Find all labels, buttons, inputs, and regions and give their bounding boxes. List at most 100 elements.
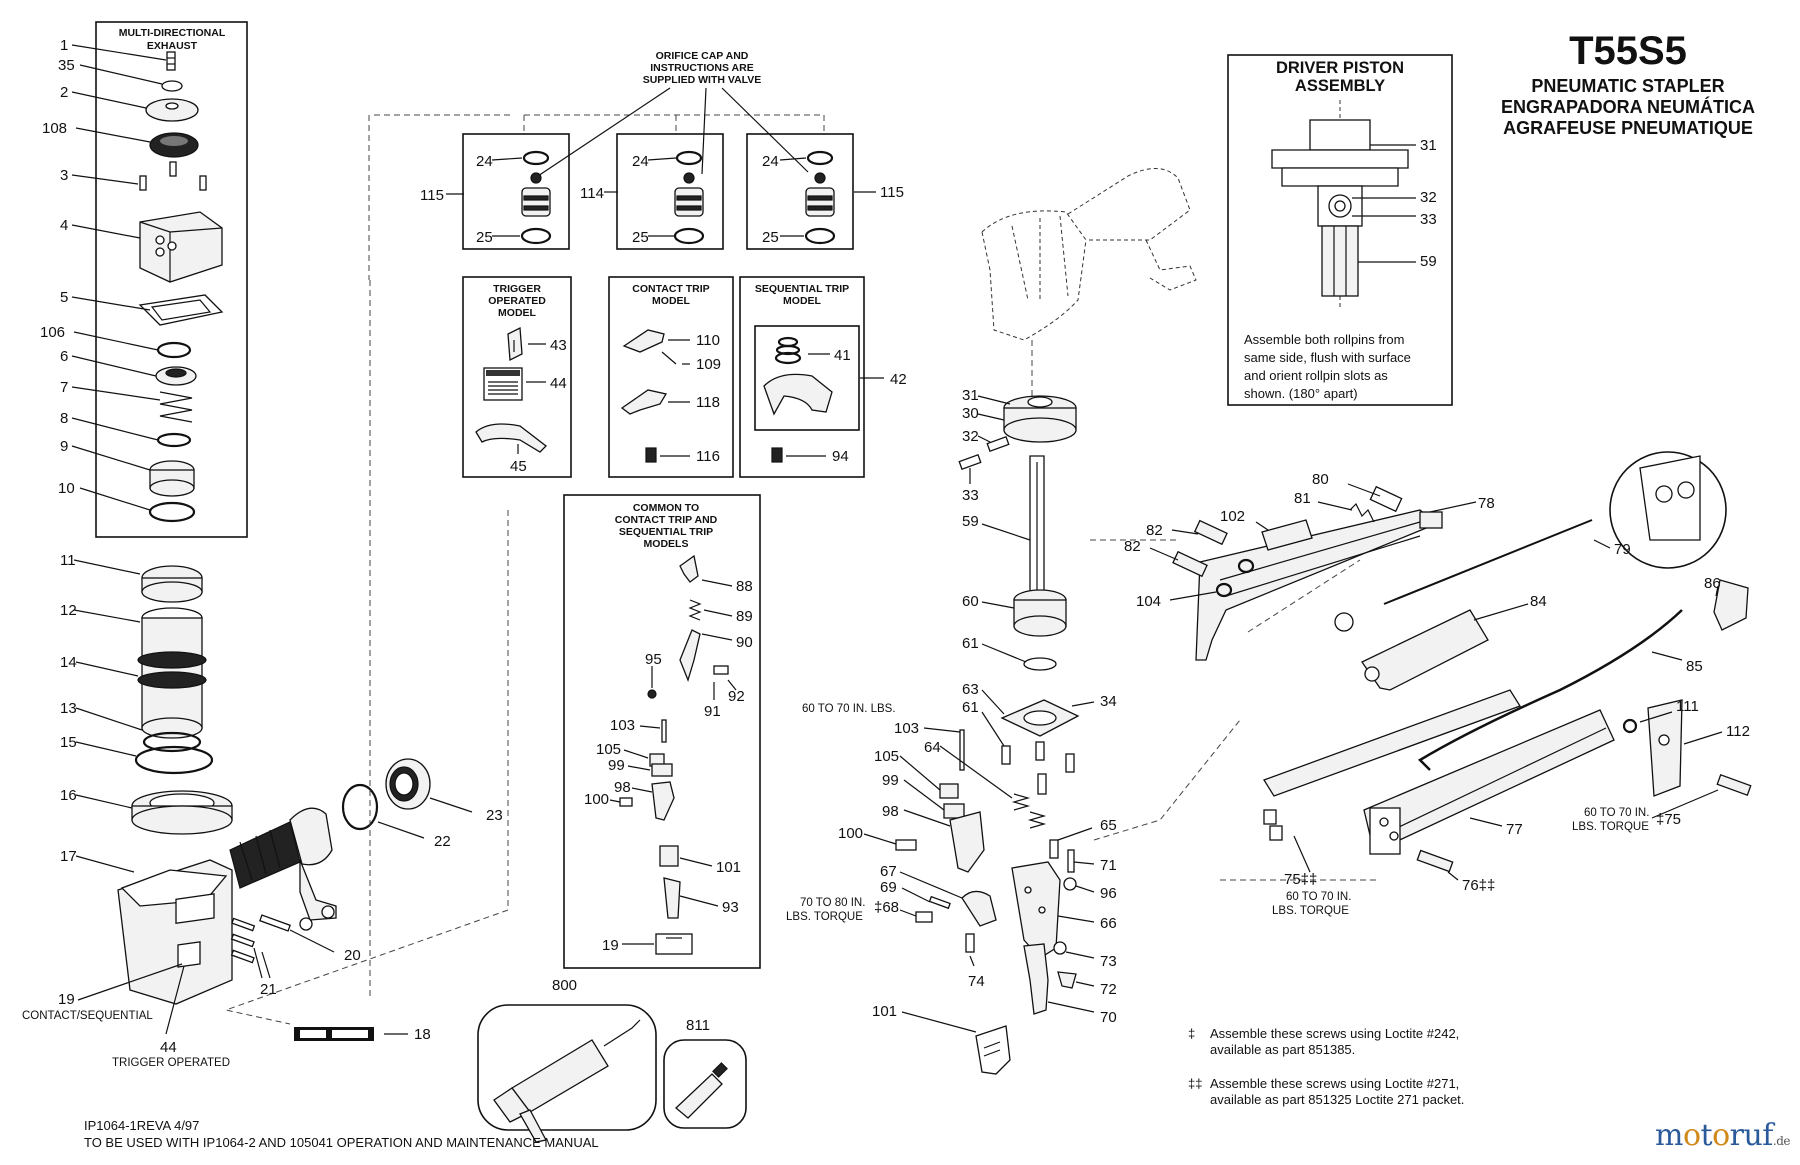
callout-114: 114: [580, 185, 604, 202]
contact-heading-1: CONTACT TRIP: [632, 283, 709, 295]
watermark-part-b: t: [1700, 1118, 1713, 1153]
model-title: T55S5: [1569, 29, 1687, 73]
callout-66: 66: [1100, 915, 1117, 932]
torque-note-60-70: 60 TO 70 IN. LBS.: [802, 703, 896, 715]
callout-22: 22: [434, 833, 451, 850]
footnote-2-line-2: available as part 851325 Loctite 271 pac…: [1210, 1092, 1464, 1107]
driver-callout-33: 33: [1420, 211, 1437, 228]
footnote-1-symbol: ‡: [1188, 1026, 1195, 1041]
callout-30: 30: [962, 405, 979, 422]
exhaust-heading-1: MULTI-DIRECTIONAL: [119, 27, 226, 39]
nameplate-101: [975, 1025, 1011, 1075]
callout-85: 85: [1686, 658, 1703, 675]
callout-21: 21: [260, 981, 277, 998]
watermark-part-a: m: [1654, 1118, 1683, 1153]
callout-76: 76‡‡: [1462, 877, 1495, 894]
sequential-heading-2: MODEL: [783, 295, 822, 307]
trigger-model-box: [462, 276, 572, 478]
handle-end-part: [289, 807, 333, 866]
callout-60: 60: [962, 593, 979, 610]
callout-25-center: 25: [632, 229, 649, 246]
callout-94: 94: [832, 448, 849, 465]
callout-72: 72: [1100, 981, 1117, 998]
doc-manual-note: TO BE USED WITH IP1064-2 AND 105041 OPER…: [84, 1135, 599, 1150]
common-heading-2: CONTACT TRIP AND: [615, 514, 718, 526]
callout-11: 11: [60, 552, 76, 569]
subtitle-es: ENGRAPADORA NEUMÁTICA: [1501, 96, 1755, 117]
callout-1: 1: [60, 37, 68, 54]
exhaust-group: MULTI-DIRECTIONAL EXHAUST: [95, 21, 248, 538]
lubricant-frame: [663, 1039, 747, 1129]
callout-14: 14: [60, 654, 77, 671]
driver-note-1: Assemble both rollpins from: [1244, 332, 1404, 347]
callout-19: 19: [58, 991, 75, 1008]
callout-82b: 82: [1124, 538, 1141, 555]
housing-part: [139, 211, 223, 283]
trigger-housing-part: [1011, 861, 1061, 959]
model-boxes: TRIGGER OPERATED MODEL 43 44 45 CONTACT …: [462, 276, 907, 478]
callout-98-common: 98: [614, 779, 631, 796]
footnote-2-line-1: Assemble these screws using Loctite #271…: [1210, 1076, 1459, 1091]
detail-circle: [1609, 451, 1727, 569]
callout-24-center: 24: [632, 153, 649, 170]
contact-trip-box: [608, 276, 734, 478]
callout-45: 45: [510, 458, 527, 475]
callout-101-common: 101: [716, 859, 741, 876]
callout-25-right: 25: [762, 229, 779, 246]
callout-92: 92: [728, 688, 745, 705]
callout-4: 4: [60, 217, 68, 234]
doc-code: IP1064-1REVA 4/97: [84, 1118, 199, 1133]
callout-7: 7: [60, 379, 68, 396]
callout-104: 104: [1136, 593, 1161, 610]
callout-93: 93: [722, 899, 739, 916]
driver-note-3: and orient rollpin slots as: [1244, 368, 1388, 383]
callout-103: 103: [894, 720, 919, 737]
common-box-group: COMMON TO CONTACT TRIP AND SEQUENTIAL TR…: [563, 494, 761, 969]
orifice-note-3: SUPPLIED WITH VALVE: [643, 74, 762, 86]
document-footer: IP1064-1REVA 4/97 TO BE USED WITH IP1064…: [84, 1118, 599, 1150]
callout-19-common: 19: [602, 937, 619, 954]
driver-note-2: same side, flush with surface: [1244, 350, 1411, 365]
callout-31: 31: [962, 387, 979, 404]
driver-callout-59: 59: [1420, 253, 1437, 270]
lower-left-callouts: 11 12 14 13 15 16 17 19 CONTACT/SEQUENTI…: [22, 552, 503, 1069]
callout-74: 74: [968, 973, 985, 990]
callout-78: 78: [1478, 495, 1495, 512]
callout-109: 109: [696, 356, 721, 373]
callout-102: 102: [1220, 508, 1245, 525]
trigger-model-heading-3: MODEL: [498, 307, 537, 319]
callout-59: 59: [962, 513, 979, 530]
callout-108: 108: [42, 120, 67, 137]
callout-115-right: 115: [880, 184, 904, 201]
valve-box-right: [746, 133, 854, 250]
callout-34: 34: [1100, 693, 1117, 710]
torque-note-75-a: 60 TO 70 IN.: [1584, 807, 1649, 819]
common-heading-4: MODELS: [644, 538, 689, 550]
lubricant-tube-part: [675, 1073, 723, 1119]
callout-800: 800: [552, 977, 577, 994]
callout-20: 20: [344, 947, 361, 964]
orifice-note-1: ORIFICE CAP AND: [656, 50, 749, 62]
callout-103-common: 103: [610, 717, 635, 734]
callout-24-left: 24: [476, 153, 493, 170]
footnote-2-symbol: ‡‡: [1188, 1076, 1202, 1091]
valve-boxes: ORIFICE CAP AND INSTRUCTIONS ARE SUPPLIE…: [420, 50, 904, 250]
callout-110: 110: [696, 332, 720, 349]
callout-35: 35: [58, 57, 75, 74]
callout-99-common: 99: [608, 757, 625, 774]
callout-105: 105: [874, 748, 899, 765]
callout-118: 118: [696, 394, 720, 411]
callout-105-common: 105: [596, 741, 621, 758]
callout-67: 67: [880, 863, 897, 880]
trigger-operated-label: TRIGGER OPERATED: [112, 1057, 230, 1069]
callout-81: 81: [1294, 490, 1311, 507]
driver-callout-31: 31: [1420, 137, 1437, 154]
cap-part: [145, 98, 199, 122]
sequential-inner-box: [754, 325, 860, 431]
callout-63: 63: [962, 681, 979, 698]
callout-2: 2: [60, 84, 68, 101]
contact-sequential-label: CONTACT/SEQUENTIAL: [22, 1010, 153, 1022]
title-block: T55S5 PNEUMATIC STAPLER ENGRAPADORA NEUM…: [1501, 29, 1755, 138]
dashed-guides-left: [224, 114, 825, 1025]
callout-100-common: 100: [584, 791, 609, 808]
